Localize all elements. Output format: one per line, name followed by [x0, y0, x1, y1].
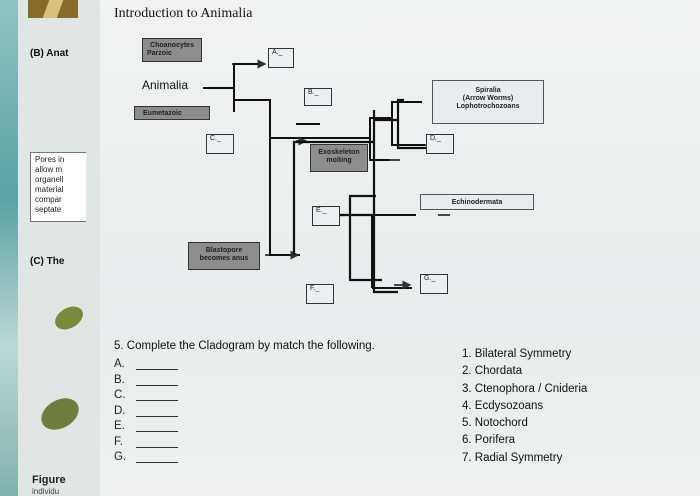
blank-box-a: A._	[268, 48, 294, 68]
answer-letter: G.	[114, 451, 127, 463]
answer-row: C.	[114, 389, 178, 405]
answer-row: G.	[114, 451, 178, 467]
info-line: Pores in	[35, 155, 65, 164]
choice-item: 7. Radial Symmetry	[462, 451, 563, 464]
answer-blank[interactable]	[136, 431, 178, 432]
answer-row: E.	[114, 420, 178, 436]
choice-list: 1. Bilateral Symmetry 2. Chordata 3. Cte…	[462, 346, 587, 467]
answer-letter: A.	[114, 358, 125, 370]
choice-item: 4. Ecdysozoans	[462, 399, 544, 412]
clade-label: (Arrow Worms)	[462, 95, 514, 102]
trait-box-blastopore: Blastopore becomes anus	[188, 242, 260, 270]
choice-item: 3. Ctenophora / Cnideria	[462, 382, 588, 395]
corner-image	[28, 0, 78, 18]
trait-label: Parzoic	[147, 50, 172, 57]
info-line: organell	[35, 175, 64, 184]
answer-row: B.	[114, 373, 178, 390]
choice-item: 1. Bilateral Symmetry	[462, 348, 572, 360]
answer-row: A.	[114, 358, 178, 374]
figure-label: Figure	[32, 474, 66, 486]
answer-blank[interactable]	[136, 369, 178, 370]
trait-box-exoskeleton: Exoskeleton molting	[310, 144, 368, 172]
trait-label: molting	[326, 157, 352, 164]
section-heading-b: (B) Anat	[30, 48, 69, 59]
section-heading-c: (C) The	[30, 256, 65, 267]
clade-box-spiralia: Spiralia (Arrow Worms) Lophotrochozoans	[432, 80, 544, 124]
answer-blank[interactable]	[136, 446, 178, 448]
trait-label: Exoskeleton	[318, 149, 360, 156]
background-page: (B) Anat Pores in allow m organell mater…	[0, 0, 108, 496]
trait-box-choanocytes: Choanocytes Parzoic	[142, 38, 202, 62]
answer-blank[interactable]	[136, 462, 178, 463]
page-edge-strip	[0, 0, 18, 496]
cladogram-lines	[203, 59, 450, 294]
worksheet-page: Introduction to Animalia	[100, 0, 700, 496]
blank-box-g: G._	[420, 274, 448, 294]
clade-box-echinodermata: Echinodermata	[420, 194, 534, 210]
clade-label-animalia: Animalia	[142, 78, 189, 92]
answer-letter: E.	[114, 420, 125, 432]
answer-letter: B.	[114, 373, 125, 386]
trait-box-eumetazoic: Eumetazoic	[134, 106, 210, 120]
choice-item: 6. Porifera	[462, 434, 516, 447]
leaf-image	[51, 301, 87, 335]
answer-letter: F.	[114, 435, 123, 448]
info-line: compar	[35, 195, 62, 204]
question-prompt: 5. Complete the Cladogram by match the f…	[114, 340, 375, 352]
info-line: material	[35, 185, 64, 194]
answer-blank[interactable]	[136, 415, 178, 417]
info-box: Pores in allow m organell material compa…	[30, 152, 86, 222]
answer-blank[interactable]	[136, 384, 178, 386]
answer-row: D.	[114, 404, 178, 421]
page-title: Introduction to Animalia	[114, 6, 253, 21]
clade-label: Spiralia	[475, 87, 501, 94]
choice-item: 5. Notochord	[462, 417, 528, 430]
trait-label: Choanocytes	[150, 42, 194, 49]
blank-box-f: F._	[306, 284, 334, 304]
trait-label: Blastopore	[205, 247, 243, 254]
answer-letter: D.	[114, 404, 126, 417]
trait-label: becomes anus	[199, 255, 249, 262]
info-line: septate	[35, 205, 62, 214]
figure-caption: individu	[32, 487, 60, 496]
clade-label: Lophotrochozoans	[456, 103, 520, 110]
answer-letter: C.	[114, 389, 126, 401]
answer-row: F.	[114, 435, 178, 452]
answer-list: A. B. C. D. E. F. G.	[114, 358, 178, 467]
choice-item: 2. Chordata	[462, 365, 523, 378]
info-line: allow m	[35, 165, 63, 174]
blank-box-d: D._	[426, 134, 454, 154]
blank-box-b: B._	[304, 88, 332, 106]
blank-box-c: C._	[206, 134, 234, 154]
answer-blank[interactable]	[136, 400, 178, 401]
leaf-image	[35, 391, 85, 437]
blank-box-e: E._	[312, 206, 340, 226]
